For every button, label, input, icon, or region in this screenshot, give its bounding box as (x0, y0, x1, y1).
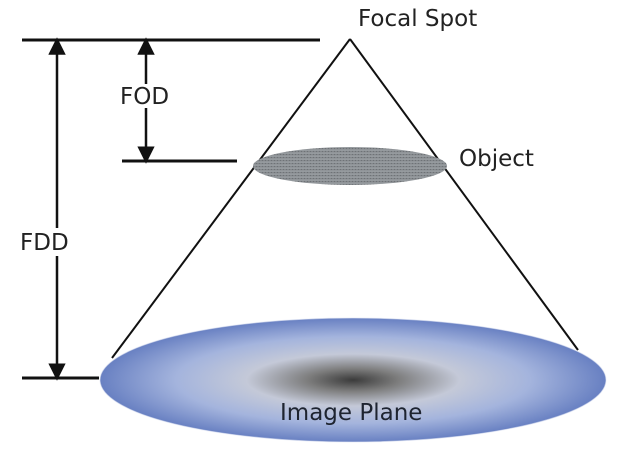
fdd-label: FDD (20, 230, 69, 256)
image-plane-ellipse (100, 318, 606, 442)
cone-left-edge (111, 38, 351, 359)
cone-right-edge (349, 38, 579, 351)
image-plane-highlight (99, 317, 607, 443)
object-label: Object (459, 146, 534, 172)
focal-spot-label: Focal Spot (358, 6, 477, 32)
image-plane-label: Image Plane (280, 400, 422, 426)
fod-label: FOD (120, 84, 169, 110)
object-ellipse (253, 147, 447, 185)
